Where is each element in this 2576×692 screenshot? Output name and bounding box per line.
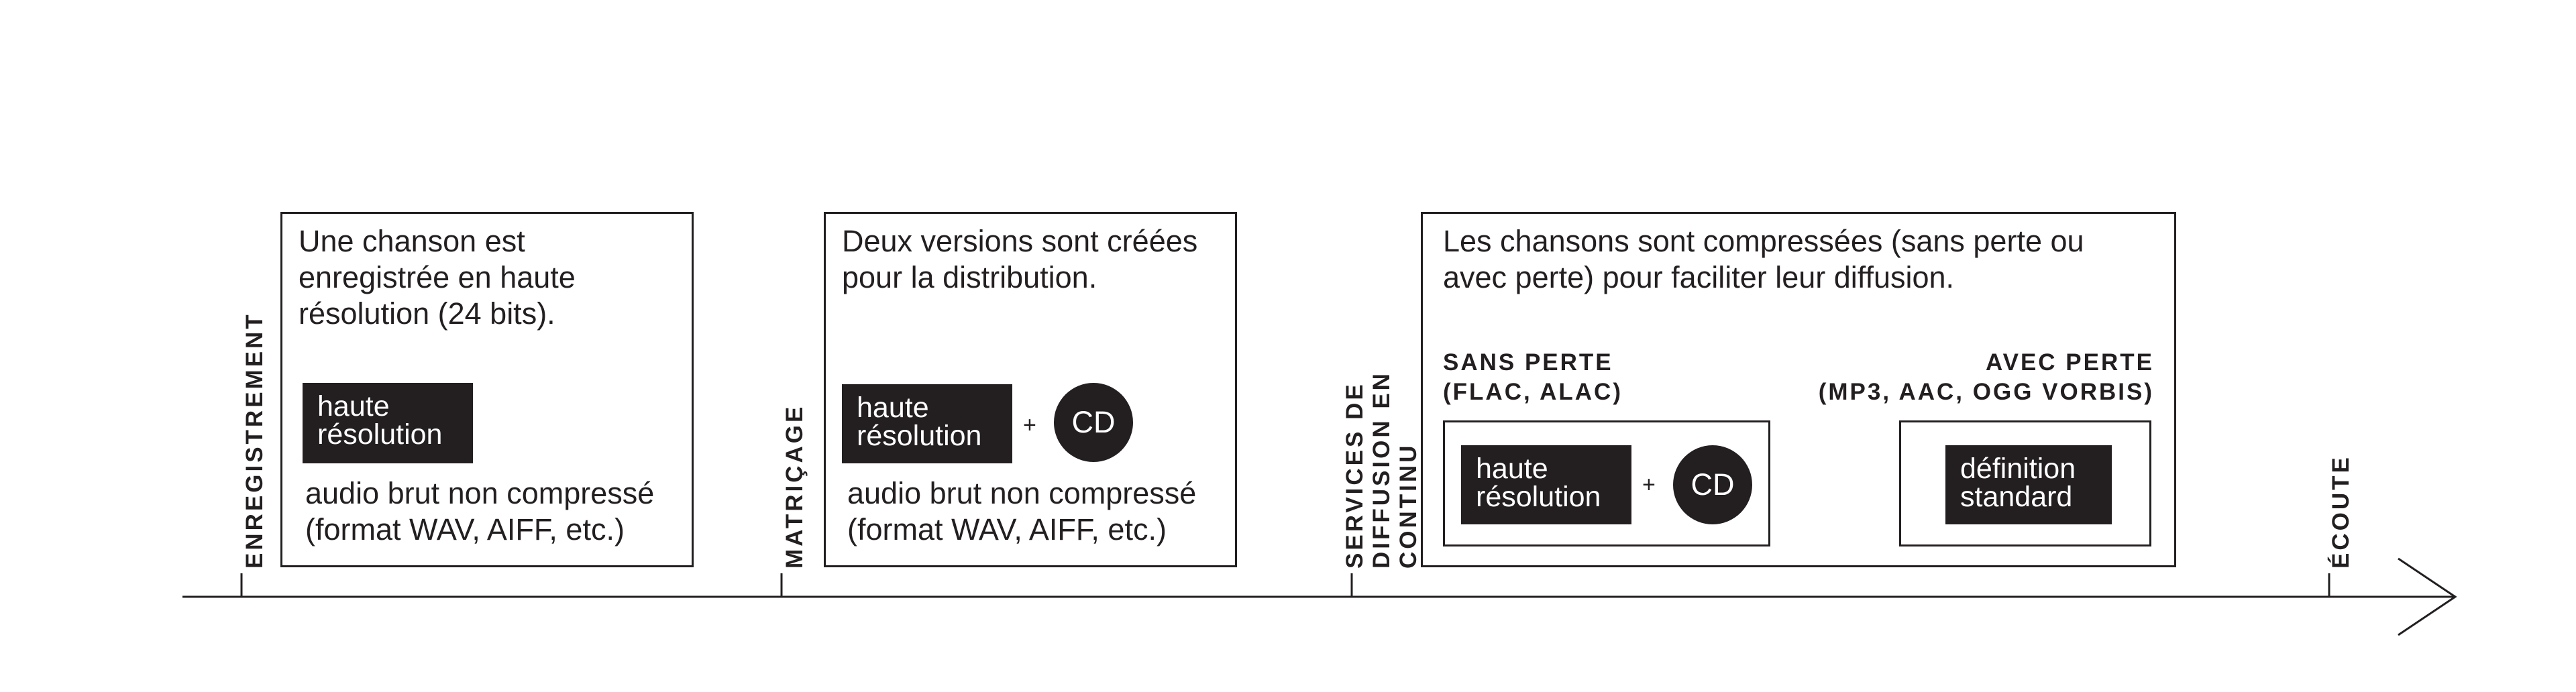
tag-high-resolution: haute résolution <box>842 384 1012 463</box>
stage-label-mastering: MATRIÇAGE <box>782 404 808 569</box>
tag-high-resolution: haute résolution <box>303 383 473 463</box>
plus-sign: + <box>1023 412 1036 438</box>
lossless-heading-line-2: (FLAC, ALAC) <box>1443 379 1623 405</box>
panel-recording: Une chanson est enregistrée en haute rés… <box>280 212 694 567</box>
panel-mastering: Deux versions sont créées pour la distri… <box>824 212 1237 567</box>
plus-sign: + <box>1642 472 1656 498</box>
tag-high-resolution: haute résolution <box>1461 445 1631 524</box>
cd-badge: CD <box>1054 383 1133 462</box>
stage-label-streaming-line-1: SERVICES DE <box>1342 382 1368 569</box>
lossy-heading-line-2: (MP3, AAC, OGG VORBIS) <box>1818 379 2154 405</box>
lossy-heading: AVEC PERTE (MP3, AAC, OGG VORBIS) <box>1799 348 2154 407</box>
mastering-description: Deux versions sont créées pour la distri… <box>842 224 1198 294</box>
cd-badge: CD <box>1673 445 1752 524</box>
stage-label-recording: ENREGISTREMENT <box>241 312 268 569</box>
stage-label-streaming: SERVICES DE DIFFUSION EN CONTINU <box>1342 287 1421 569</box>
recording-caption: audio brut non compressé (format WAV, AI… <box>305 476 655 546</box>
mastering-caption: audio brut non compressé (format WAV, AI… <box>847 476 1197 546</box>
stage-label-streaming-line-2: DIFFUSION EN CONTINU <box>1368 371 1421 569</box>
timeline-arrowhead <box>2398 557 2457 636</box>
streaming-description: Les chansons sont compressées (sans pert… <box>1443 224 2084 294</box>
lossless-heading-line-1: SANS PERTE <box>1443 349 1613 376</box>
lossy-box: définition standard <box>1899 420 2151 546</box>
lossless-box: haute résolution + CD <box>1443 420 1770 546</box>
lossy-heading-line-1: AVEC PERTE <box>1985 349 2154 376</box>
tag-standard-definition: définition standard <box>1945 445 2112 524</box>
recording-description: Une chanson est enregistrée en haute rés… <box>299 224 576 331</box>
panel-streaming: Les chansons sont compressées (sans pert… <box>1421 212 2176 567</box>
lossless-heading: SANS PERTE (FLAC, ALAC) <box>1443 348 1738 407</box>
stage-label-listening: ÉCOUTE <box>2328 455 2354 569</box>
